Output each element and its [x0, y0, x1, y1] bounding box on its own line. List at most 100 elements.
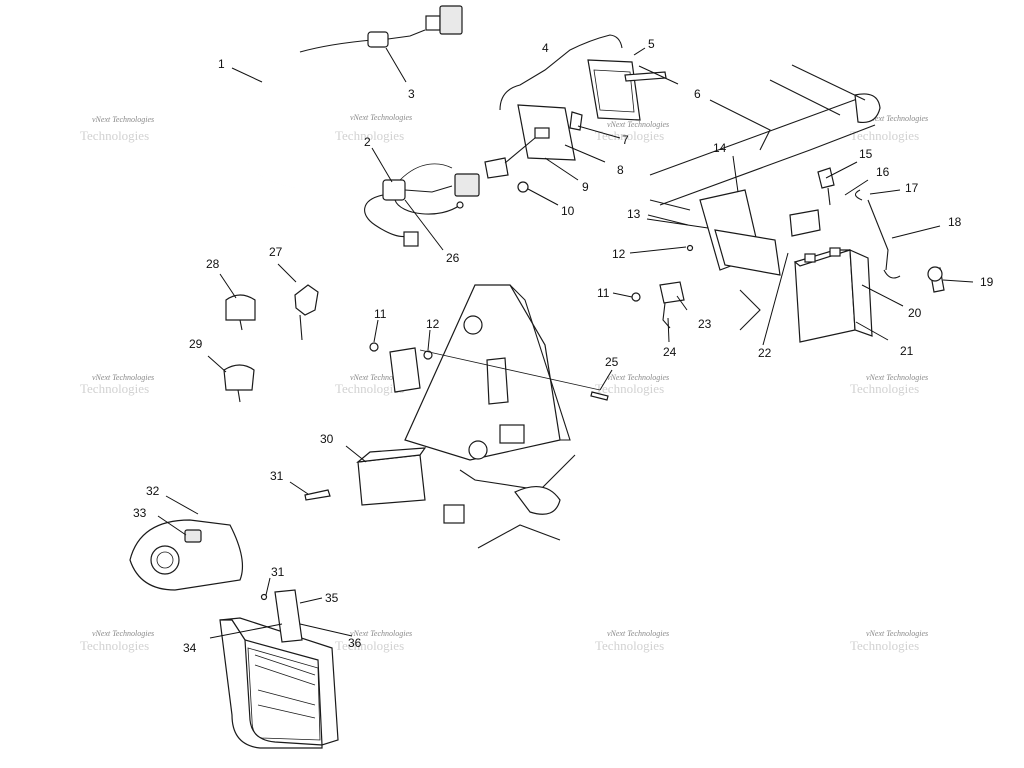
callout-35: 35	[325, 591, 339, 605]
bolt-31	[304, 489, 331, 501]
bracket-35	[274, 589, 303, 643]
callout-18: 18	[948, 215, 962, 229]
callout-30: 30	[320, 432, 334, 446]
frame-block	[443, 504, 465, 524]
svg-text:vNext Technologies: vNext Technologies	[350, 373, 412, 382]
panel-grommet	[499, 424, 525, 444]
frame-tube-end	[854, 93, 881, 124]
svg-text:vNext Technologies: vNext Technologies	[92, 373, 154, 382]
rectifier-30	[357, 454, 426, 506]
callout-4: 4	[542, 41, 549, 55]
watermarks: Technologies vNext Technologies Technolo…	[80, 113, 928, 653]
callout-27: 27	[269, 245, 283, 259]
svg-text:Technologies: Technologies	[850, 381, 919, 396]
watermark: Technologies vNext Technologies	[335, 373, 412, 396]
mounting-panel	[404, 284, 561, 461]
washer-12-center	[423, 350, 433, 360]
clips	[223, 284, 319, 403]
svg-text:vNext Technologies: vNext Technologies	[607, 629, 669, 638]
svg-text:Technologies: Technologies	[595, 381, 664, 396]
harness-plug-small	[403, 231, 419, 247]
svg-text:Technologies: Technologies	[850, 638, 919, 653]
callout-24: 24	[663, 345, 677, 359]
callout-22: 22	[758, 346, 772, 360]
harness-connector-3	[367, 31, 389, 48]
watermark: Technologies vNext Technologies	[595, 373, 669, 396]
harness-plug-side	[454, 173, 480, 197]
svg-text:vNext Technologies: vNext Technologies	[866, 629, 928, 638]
clip-29	[223, 364, 255, 391]
frame-boss	[514, 485, 561, 515]
leader-lines	[157, 47, 974, 639]
watermark: Technologies vNext Technologies	[335, 629, 412, 653]
callout-20: 20	[908, 306, 922, 320]
callout-11-right: 11	[597, 286, 610, 300]
callout-26: 26	[446, 251, 460, 265]
relay-23	[659, 281, 685, 304]
svg-text:Technologies: Technologies	[80, 128, 149, 143]
clip-28	[225, 294, 256, 321]
harness-plug-end	[439, 5, 463, 35]
nut-11-center	[369, 342, 379, 352]
svg-text:vNext Technologies: vNext Technologies	[350, 629, 412, 638]
callout-32: 32	[146, 484, 160, 498]
svg-text:Technologies: Technologies	[80, 381, 149, 396]
screw-31-lower	[260, 593, 268, 601]
wiring-harness	[236, 5, 480, 247]
callout-13: 13	[627, 207, 641, 221]
svg-text:Technologies: Technologies	[595, 128, 664, 143]
svg-text:Technologies: Technologies	[335, 381, 404, 396]
callout-15: 15	[859, 147, 873, 161]
watermark: Technologies vNext Technologies	[850, 114, 928, 143]
callout-3: 3	[408, 87, 415, 101]
watermark: Technologies vNext Technologies	[80, 629, 154, 653]
svg-text:vNext Technologies: vNext Technologies	[350, 113, 412, 122]
bolt-25	[590, 391, 609, 401]
callout-11-center: 11	[374, 307, 387, 321]
center-panel	[304, 284, 609, 549]
watermark: Technologies vNext Technologies	[595, 629, 669, 653]
svg-text:vNext Technologies: vNext Technologies	[92, 629, 154, 638]
bulb-socket	[534, 127, 550, 139]
callout-28: 28	[206, 257, 220, 271]
star-washer-12	[686, 244, 694, 252]
regulator-module	[389, 347, 421, 393]
callout-19: 19	[980, 275, 994, 289]
light-connector	[484, 157, 509, 179]
harness-connector-2	[382, 179, 406, 201]
svg-text:vNext Technologies: vNext Technologies	[866, 114, 928, 123]
callout-34: 34	[183, 641, 197, 655]
callout-labels: 1 2 3 4 5 6 7 8 9 10 11 11 12 12 13 14 1…	[133, 37, 994, 655]
tail-light-assembly	[484, 34, 667, 193]
svg-text:Technologies: Technologies	[850, 128, 919, 143]
svg-text:Technologies: Technologies	[80, 638, 149, 653]
svg-text:Technologies: Technologies	[335, 128, 404, 143]
watermark: Technologies vNext Technologies	[595, 120, 669, 143]
callout-6: 6	[694, 87, 701, 101]
battery-group	[631, 167, 945, 343]
callout-5: 5	[648, 37, 655, 51]
callout-7: 7	[622, 133, 629, 147]
callout-29: 29	[189, 337, 203, 351]
callout-12-right: 12	[612, 247, 626, 261]
callout-14: 14	[713, 141, 727, 155]
callout-8: 8	[617, 163, 624, 177]
callout-31-center: 31	[270, 469, 284, 483]
nut-11	[631, 292, 641, 302]
battery-tray-22	[714, 229, 781, 276]
callout-1: 1	[218, 57, 225, 71]
svg-text:Technologies: Technologies	[335, 638, 404, 653]
callout-36: 36	[348, 636, 362, 650]
watermark: Technologies vNext Technologies	[850, 373, 928, 396]
callout-31-lower: 31	[271, 565, 285, 579]
svg-text:vNext Technologies: vNext Technologies	[866, 373, 928, 382]
callout-23: 23	[698, 317, 712, 331]
callout-16: 16	[876, 165, 890, 179]
battery-side	[849, 249, 873, 337]
callout-10: 10	[561, 204, 575, 218]
watermark: Technologies vNext Technologies	[850, 629, 928, 653]
callout-9: 9	[582, 180, 589, 194]
watermark: Technologies vNext Technologies	[80, 373, 154, 396]
rear-frame	[647, 64, 881, 331]
